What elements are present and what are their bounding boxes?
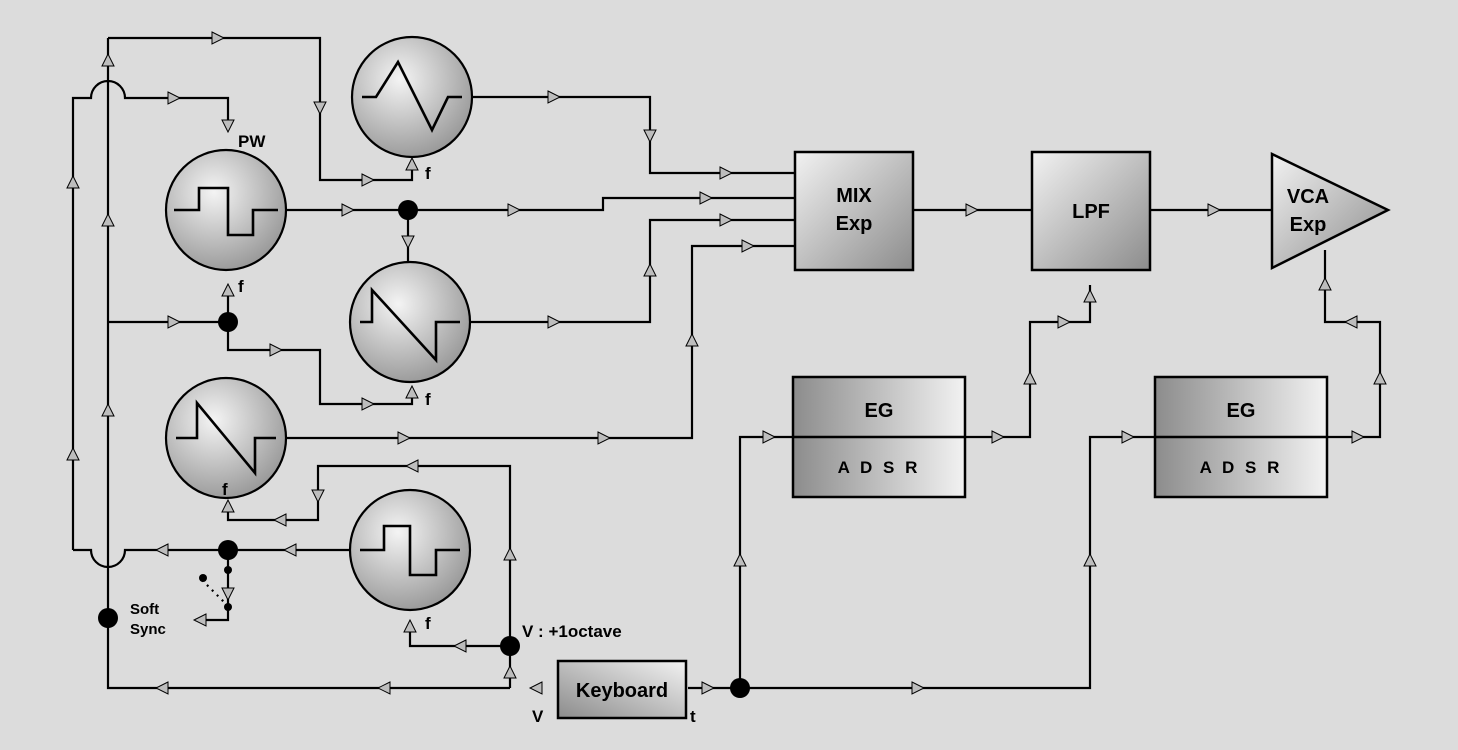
saw-wave-icon bbox=[360, 286, 460, 364]
eg2-adsr: A D S R bbox=[1200, 458, 1283, 477]
freq-label-sine: f bbox=[425, 164, 431, 183]
saw-oscillator-1 bbox=[348, 260, 472, 384]
t-label: t bbox=[690, 707, 696, 726]
v-label: V bbox=[532, 707, 544, 726]
vca-label-2: Exp bbox=[1290, 214, 1327, 236]
junction-dots bbox=[98, 200, 750, 698]
lpf-label: LPF bbox=[1072, 201, 1110, 223]
mixer-block: MIX Exp bbox=[793, 150, 915, 272]
eg1-title: EG bbox=[865, 400, 894, 422]
pw-label: PW bbox=[238, 132, 266, 151]
square-wave-icon bbox=[174, 186, 278, 237]
keyboard-block: Keyboard bbox=[556, 659, 688, 720]
keyboard-label: Keyboard bbox=[576, 680, 668, 702]
square-oscillator-2 bbox=[348, 488, 472, 612]
lpf-block: LPF bbox=[1030, 150, 1152, 272]
envelope-generator-2: EG A D S R bbox=[1153, 375, 1329, 499]
soft-label: Soft bbox=[130, 601, 159, 618]
sync-label: Sync bbox=[130, 621, 166, 638]
wires bbox=[71, 36, 1382, 690]
freq-label-square: f bbox=[238, 277, 244, 296]
eg2-title: EG bbox=[1227, 400, 1256, 422]
annotations: PW f f f f f Soft Sync V : +1octave V t bbox=[130, 132, 696, 726]
sine-wave-icon bbox=[362, 59, 462, 133]
mixer-label-1: MIX bbox=[836, 185, 872, 207]
eg1-adsr: A D S R bbox=[838, 458, 921, 477]
signal-arrows bbox=[66, 31, 1387, 695]
v-octave-label: V : +1octave bbox=[522, 622, 622, 641]
envelope-generator-1: EG A D S R bbox=[791, 375, 967, 499]
freq-label-saw2: f bbox=[222, 480, 228, 499]
square-wave-icon bbox=[360, 524, 460, 577]
vca-label-1: VCA bbox=[1287, 186, 1329, 208]
freq-label-square2: f bbox=[425, 614, 431, 633]
saw-oscillator-2 bbox=[164, 376, 288, 500]
sine-oscillator bbox=[350, 35, 474, 159]
mixer-label-2: Exp bbox=[836, 213, 873, 235]
freq-label-saw1: f bbox=[425, 390, 431, 409]
square-oscillator-pw bbox=[164, 148, 288, 272]
saw-wave-icon bbox=[176, 399, 276, 477]
vca-block: VCA Exp bbox=[1270, 152, 1391, 271]
